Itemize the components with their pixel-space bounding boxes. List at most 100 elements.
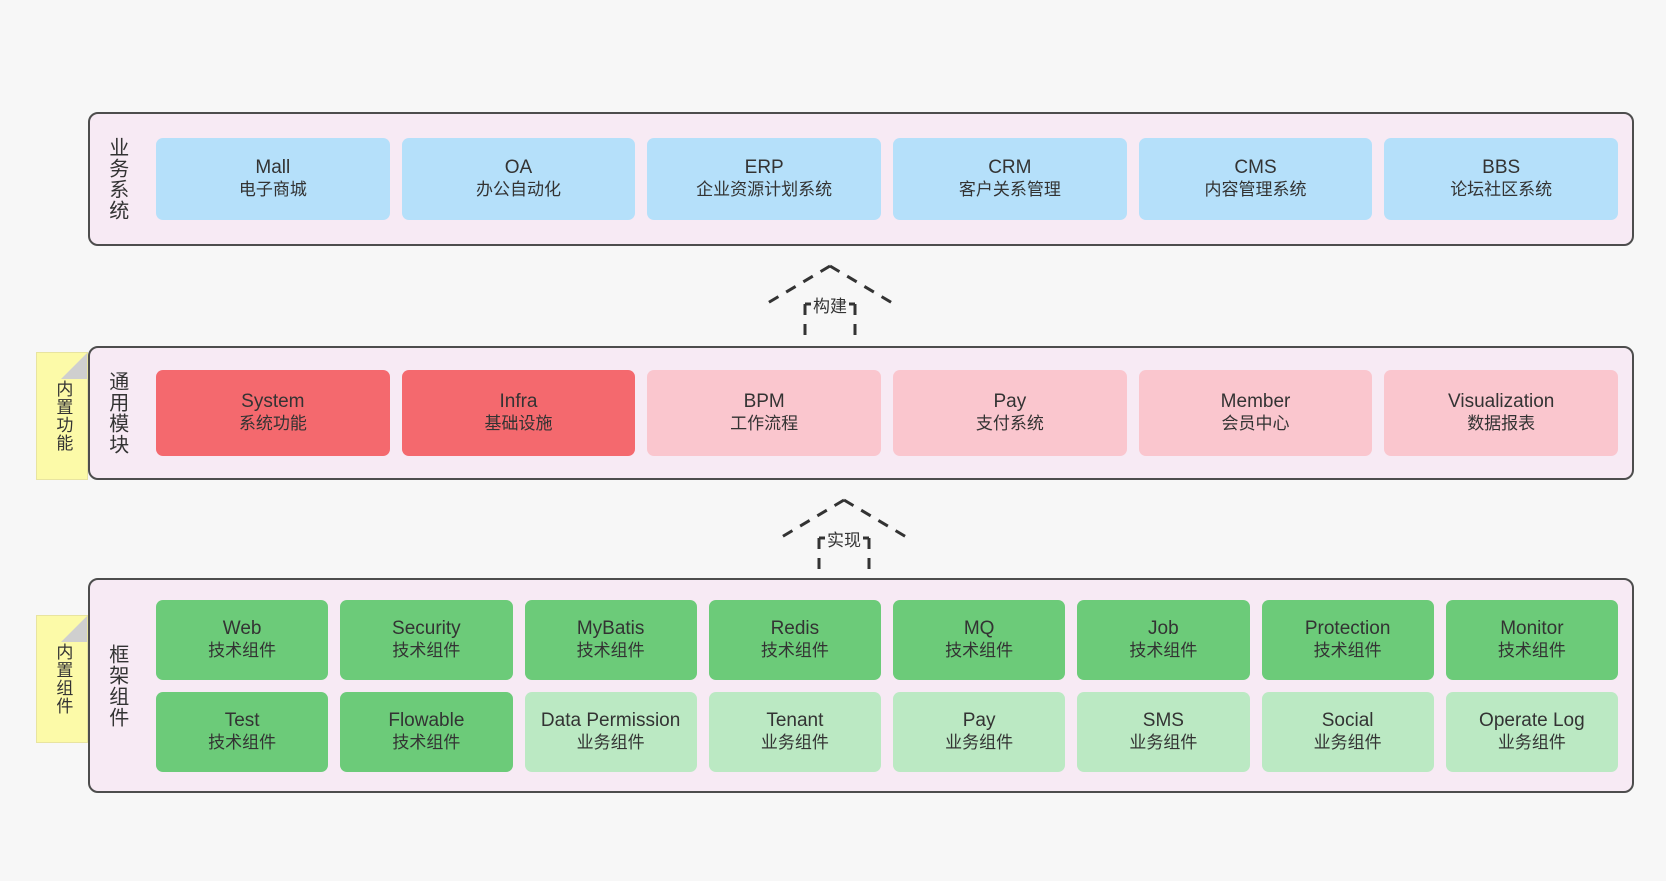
sticky-note-label: 内置组件	[53, 643, 73, 715]
card-oa[interactable]: OA 办公自动化	[401, 138, 636, 220]
card-mq[interactable]: MQ 技术组件	[893, 599, 1066, 680]
card-title-en: SMS	[1142, 709, 1184, 731]
card-visualization[interactable]: Visualization 数据报表	[1384, 370, 1619, 456]
card-title-en: System	[241, 391, 305, 413]
card-title-en: Tenant	[766, 709, 824, 731]
card-tenant[interactable]: Tenant 业务组件	[708, 691, 881, 772]
card-title-cn: 业务组件	[1497, 732, 1566, 752]
card-title-en: ERP	[744, 157, 784, 179]
sticky-note-label: 内置功能	[53, 380, 73, 452]
card-title-cn: 工作流程	[730, 414, 799, 434]
card-title-cn: 业务组件	[576, 732, 645, 752]
card-redis[interactable]: Redis 技术组件	[708, 599, 881, 680]
card-title-en: Pay	[962, 709, 996, 731]
card-row: Mall 电子商城 OA 办公自动化 ERP 企业资源计划系统 CRM 客户关系…	[156, 138, 1619, 220]
card-title-cn: 业务组件	[1313, 732, 1382, 752]
card-title-cn: 业务组件	[1129, 732, 1198, 752]
card-title-en: Monitor	[1500, 617, 1564, 639]
card-title-en: BBS	[1482, 157, 1521, 179]
section-body-business-systems: Mall 电子商城 OA 办公自动化 ERP 企业资源计划系统 CRM 客户关系…	[142, 114, 1632, 244]
card-title-en: Social	[1321, 709, 1374, 731]
card-pay-module[interactable]: Pay 支付系统	[893, 370, 1127, 456]
card-title-cn: 技术组件	[208, 640, 277, 660]
section-framework-components: 框架组件 Web 技术组件 Security 技术组件 MyBatis 技术组件…	[88, 578, 1634, 793]
card-title-cn: 支付系统	[975, 414, 1044, 434]
card-title-cn: 业务组件	[760, 732, 829, 752]
card-title-en: Redis	[770, 617, 820, 639]
card-erp[interactable]: ERP 企业资源计划系统	[647, 138, 882, 220]
card-security[interactable]: Security 技术组件	[340, 599, 513, 680]
card-flowable[interactable]: Flowable 技术组件	[340, 691, 513, 772]
card-crm[interactable]: CRM 客户关系管理	[893, 138, 1127, 220]
connector-implement: 实现	[776, 496, 912, 578]
card-title-cn: 技术组件	[392, 732, 461, 752]
card-title-cn: 技术组件	[760, 640, 829, 660]
section-title-framework-components: 框架组件	[105, 643, 128, 728]
card-title-cn: 企业资源计划系统	[696, 180, 833, 200]
card-title-en: OA	[504, 157, 533, 179]
sticky-note-builtin-features: 内置功能	[36, 352, 88, 480]
card-protection[interactable]: Protection 技术组件	[1261, 599, 1434, 680]
card-job[interactable]: Job 技术组件	[1077, 599, 1250, 680]
card-title-cn: 技术组件	[392, 640, 461, 660]
card-title-en: Visualization	[1448, 391, 1555, 413]
card-title-cn: 电子商城	[238, 180, 307, 200]
card-web[interactable]: Web 技术组件	[156, 599, 329, 680]
connector-build: 构建	[762, 262, 898, 344]
card-monitor[interactable]: Monitor 技术组件	[1445, 599, 1618, 680]
card-title-en: Operate Log	[1479, 709, 1585, 731]
card-title-en: Data Permission	[540, 709, 681, 731]
card-row: Web 技术组件 Security 技术组件 MyBatis 技术组件 Redi…	[156, 599, 1618, 680]
card-social[interactable]: Social 业务组件	[1261, 691, 1434, 772]
card-title-cn: 系统功能	[238, 414, 307, 434]
card-title-cn: 基础设施	[484, 414, 553, 434]
card-title-cn: 业务组件	[945, 732, 1014, 752]
card-title-en: Member	[1220, 391, 1291, 413]
card-row: Test 技术组件 Flowable 技术组件 Data Permission …	[156, 691, 1618, 772]
section-title-business-systems: 业务系统	[105, 137, 128, 221]
card-mall[interactable]: Mall 电子商城	[156, 138, 390, 220]
card-data-permission[interactable]: Data Permission 业务组件	[524, 691, 697, 772]
card-title-cn: 技术组件	[1497, 640, 1566, 660]
card-title-cn: 技术组件	[576, 640, 645, 660]
card-title-en: Flowable	[388, 709, 465, 731]
card-title-cn: 客户关系管理	[958, 180, 1061, 200]
section-title-common-modules: 通用模块	[105, 371, 128, 455]
card-title-en: MQ	[963, 617, 995, 639]
card-operate-log[interactable]: Operate Log 业务组件	[1445, 691, 1618, 772]
section-body-common-modules: System 系统功能 Infra 基础设施 BPM 工作流程 Pay 支付系统…	[142, 348, 1632, 478]
card-test[interactable]: Test 技术组件	[156, 691, 329, 772]
card-member[interactable]: Member 会员中心	[1138, 370, 1373, 456]
card-title-en: Protection	[1304, 617, 1391, 639]
card-title-cn: 技术组件	[208, 732, 277, 752]
sticky-note-builtin-components: 内置组件	[36, 615, 88, 743]
card-mybatis[interactable]: MyBatis 技术组件	[524, 599, 697, 680]
card-title-en: Test	[224, 709, 260, 731]
card-title-en: Mall	[255, 157, 291, 179]
card-title-en: Pay	[993, 391, 1027, 413]
card-title-en: Job	[1148, 617, 1179, 639]
section-business-systems: 业务系统 Mall 电子商城 OA 办公自动化 ERP 企业资源计划系统 CRM…	[88, 112, 1634, 246]
card-title-en: Web	[222, 617, 262, 639]
card-pay-component[interactable]: Pay 业务组件	[893, 691, 1066, 772]
card-sms[interactable]: SMS 业务组件	[1077, 691, 1250, 772]
card-title-en: CMS	[1234, 157, 1277, 179]
card-title-cn: 论坛社区系统	[1450, 180, 1553, 200]
card-title-cn: 内容管理系统	[1204, 180, 1307, 200]
card-title-cn: 办公自动化	[476, 180, 561, 200]
card-title-cn: 技术组件	[1129, 640, 1198, 660]
card-title-en: Security	[392, 617, 461, 639]
card-title-cn: 技术组件	[1313, 640, 1382, 660]
card-title-cn: 数据报表	[1467, 414, 1536, 434]
card-title-cn: 会员中心	[1221, 414, 1290, 434]
card-row: System 系统功能 Infra 基础设施 BPM 工作流程 Pay 支付系统…	[156, 370, 1619, 456]
card-title-en: MyBatis	[576, 617, 645, 639]
card-cms[interactable]: CMS 内容管理系统	[1138, 138, 1373, 220]
section-body-framework-components: Web 技术组件 Security 技术组件 MyBatis 技术组件 Redi…	[142, 580, 1632, 791]
card-title-en: BPM	[743, 391, 785, 413]
card-system[interactable]: System 系统功能	[156, 370, 390, 456]
card-infra[interactable]: Infra 基础设施	[401, 370, 636, 456]
card-bpm[interactable]: BPM 工作流程	[647, 370, 882, 456]
card-bbs[interactable]: BBS 论坛社区系统	[1384, 138, 1619, 220]
